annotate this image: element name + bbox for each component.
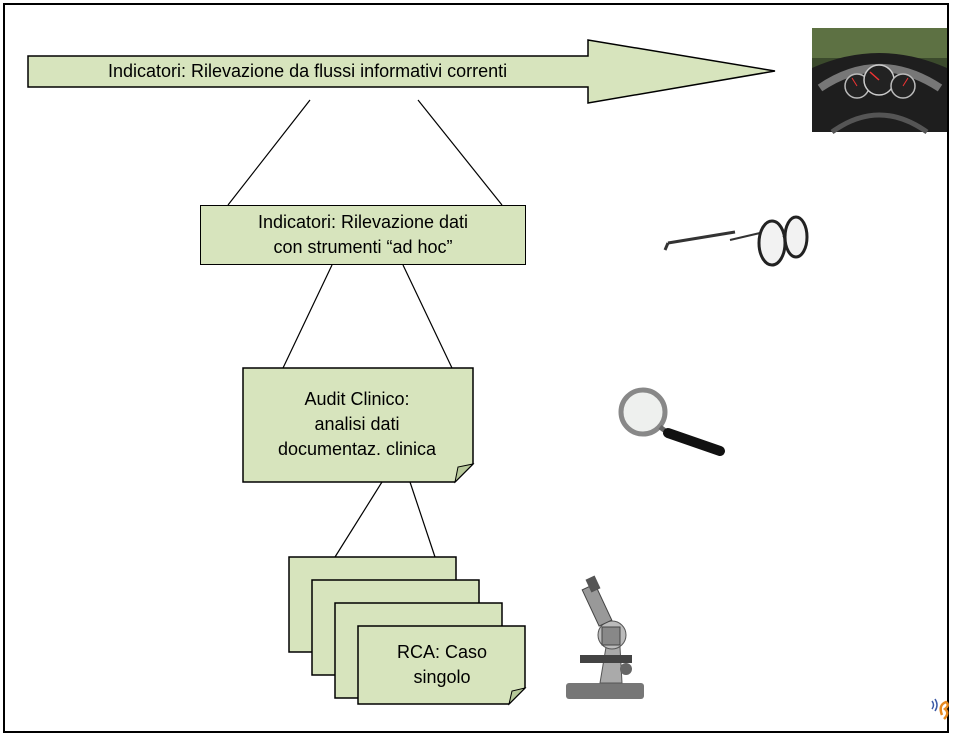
connector-line bbox=[409, 481, 436, 558]
indicators-adhoc-box: Indicatori: Rilevazione dati con strumen… bbox=[200, 205, 526, 265]
box4-line1: RCA: Caso bbox=[396, 642, 488, 662]
box2-line2: con strumenti “ad hoc” bbox=[273, 237, 453, 257]
top-arrow-shape bbox=[27, 39, 776, 104]
arrow-label: Indicatori: Rilevazione da flussi inform… bbox=[108, 61, 508, 81]
box3-line3: documentaz. clinica bbox=[277, 438, 437, 459]
dashboard-photo bbox=[812, 28, 947, 135]
audit-box-text: Audit Clinico: analisi dati documentaz. … bbox=[243, 374, 471, 474]
box3-line1: Audit Clinico: bbox=[304, 388, 410, 409]
rca-box-text: RCA: Caso singolo bbox=[360, 632, 524, 698]
box4-line2: singolo bbox=[413, 667, 471, 687]
connector-line bbox=[227, 99, 311, 206]
glasses-icon bbox=[663, 215, 809, 267]
connector-line bbox=[417, 99, 503, 206]
box3-line2: analisi dati bbox=[314, 413, 400, 434]
connector-line bbox=[282, 264, 333, 369]
magnifier-icon bbox=[618, 387, 725, 456]
logo-icon bbox=[931, 698, 949, 720]
microscope-icon bbox=[566, 575, 644, 699]
connector-line bbox=[402, 264, 453, 369]
connector-line bbox=[334, 481, 383, 558]
box2-line1: Indicatori: Rilevazione dati bbox=[257, 212, 469, 232]
